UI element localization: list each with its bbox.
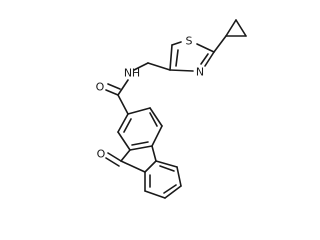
bond [123, 118, 132, 133]
bond [151, 145, 157, 162]
methylene-linker [133, 62, 171, 71]
bond [144, 190, 166, 199]
thiazole-ring [169, 35, 227, 72]
molecule-structure-diagram: S N N H O O [96, 19, 247, 199]
bond [131, 141, 149, 146]
bond [225, 19, 237, 37]
amide-group [105, 79, 129, 115]
bond [176, 166, 182, 187]
bond [151, 125, 163, 147]
bond [204, 51, 215, 67]
sulfur-atom-label: S [186, 35, 193, 48]
bond [105, 89, 119, 96]
atom-labels: S N N H O O [96, 35, 204, 161]
bond [107, 83, 121, 90]
bond [105, 157, 120, 167]
bond [117, 79, 129, 96]
bond [129, 145, 153, 151]
fluorenone-upper-ring [117, 107, 163, 151]
bond [196, 43, 215, 53]
fluorenone-five-ring [120, 145, 157, 173]
bond [127, 107, 151, 115]
bond [147, 62, 171, 71]
ketone-group [105, 152, 122, 167]
bond [159, 165, 175, 172]
bond [149, 112, 158, 127]
bond [117, 94, 129, 115]
bond [149, 107, 163, 127]
bond [169, 44, 173, 71]
amide-nitrogen-label: N [124, 67, 132, 80]
bond [171, 41, 182, 46]
amide-oxygen-label: O [96, 81, 105, 94]
bond [235, 19, 247, 37]
bond [175, 49, 179, 67]
bond [117, 113, 129, 133]
bond [200, 53, 209, 65]
bond [107, 152, 122, 162]
cyclopropyl-group [225, 19, 247, 37]
bond [117, 131, 131, 151]
ketone-oxygen-label: O [97, 148, 106, 161]
bond [120, 149, 131, 162]
bond [213, 35, 227, 53]
bond [155, 160, 178, 168]
bond [133, 62, 149, 71]
bond [120, 160, 146, 173]
bond [169, 69, 194, 72]
bond [144, 160, 157, 173]
bond [164, 185, 182, 199]
thiazole-nitrogen-label: N [196, 66, 204, 79]
bond [163, 184, 177, 194]
amide-hydrogen-label: H [132, 67, 140, 80]
fluorenone-lower-ring [144, 160, 182, 199]
structure-canvas: S N N H O O [95, 19, 247, 199]
